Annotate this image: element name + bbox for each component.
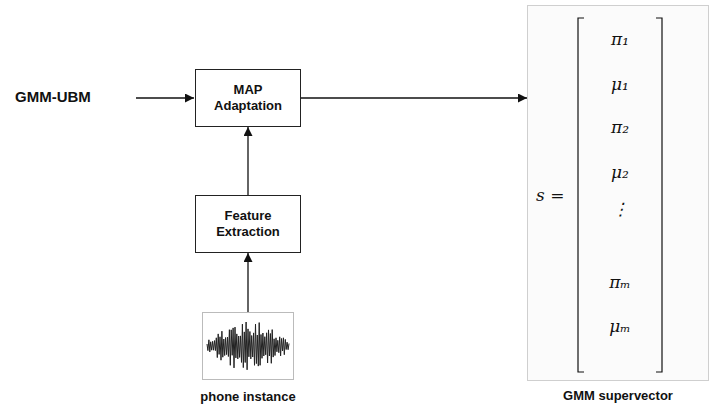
- process-box: MAP Adaptation: [195, 69, 301, 127]
- matrix-entry: μ₁: [611, 74, 629, 94]
- box-label: MAP Adaptation: [207, 82, 289, 115]
- matrix-entry: π₁: [611, 29, 629, 49]
- waveform-icon: [203, 313, 293, 379]
- waveform-line: [207, 322, 289, 370]
- matrix-entry: π₂: [611, 117, 629, 137]
- flow-arrow: [247, 127, 248, 195]
- input-label: GMM-UBM: [15, 88, 91, 105]
- matrix-entry: ⋮: [612, 199, 629, 219]
- flow-arrow: [247, 253, 248, 312]
- input-arrow: [136, 97, 194, 98]
- box-label: Feature Extraction: [207, 208, 289, 241]
- supervector-box: s =π₁μ₁π₂μ₂⋮πₘμₘGMM supervector: [527, 5, 709, 381]
- matrix-entry: μₘ: [609, 316, 630, 336]
- process-box: Feature Extraction: [195, 195, 301, 253]
- box-caption: GMM supervector: [563, 388, 673, 403]
- left-bracket: [578, 18, 584, 372]
- matrix-entry: πₘ: [609, 272, 631, 292]
- flow-arrow: [301, 97, 527, 98]
- waveform-node: phone instance: [202, 312, 294, 380]
- right-bracket: [656, 18, 662, 372]
- vector-symbol: s =: [536, 185, 564, 205]
- image-caption: phone instance: [200, 389, 295, 404]
- matrix-entry: μ₂: [611, 162, 629, 182]
